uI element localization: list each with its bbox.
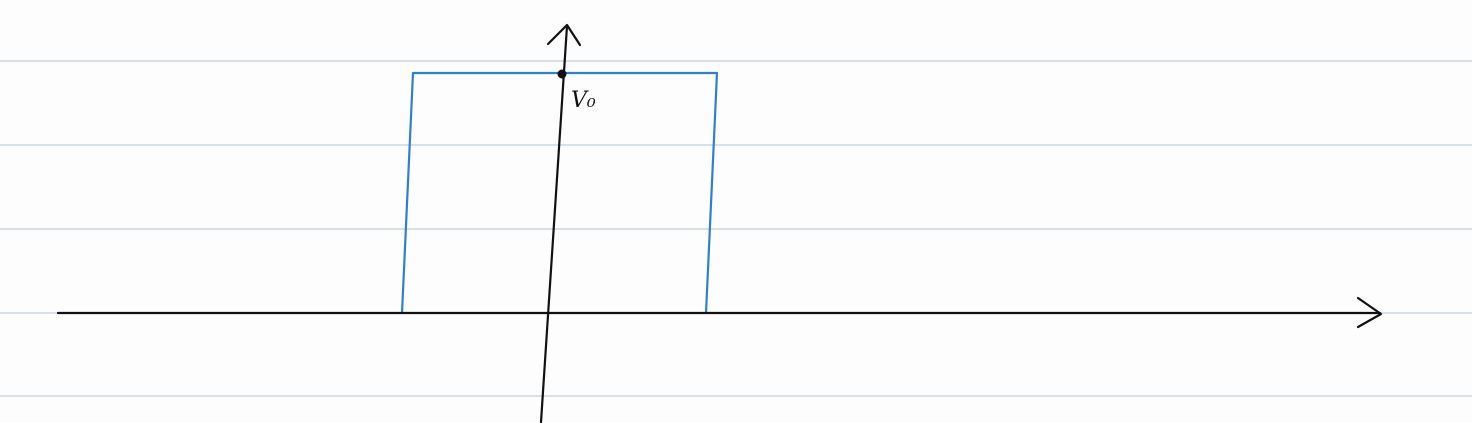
vertical-axis [539,23,582,423]
v0-label: V₀ [571,88,596,113]
v0-point [557,69,567,79]
horizontal-axis-arrowhead [1356,296,1383,329]
horizontal-axis [56,296,1383,329]
vertical-axis-line [539,24,569,423]
pulse-outline [400,71,719,315]
ruled-lines [0,60,1472,397]
vertical-axis-arrowhead [546,23,582,47]
